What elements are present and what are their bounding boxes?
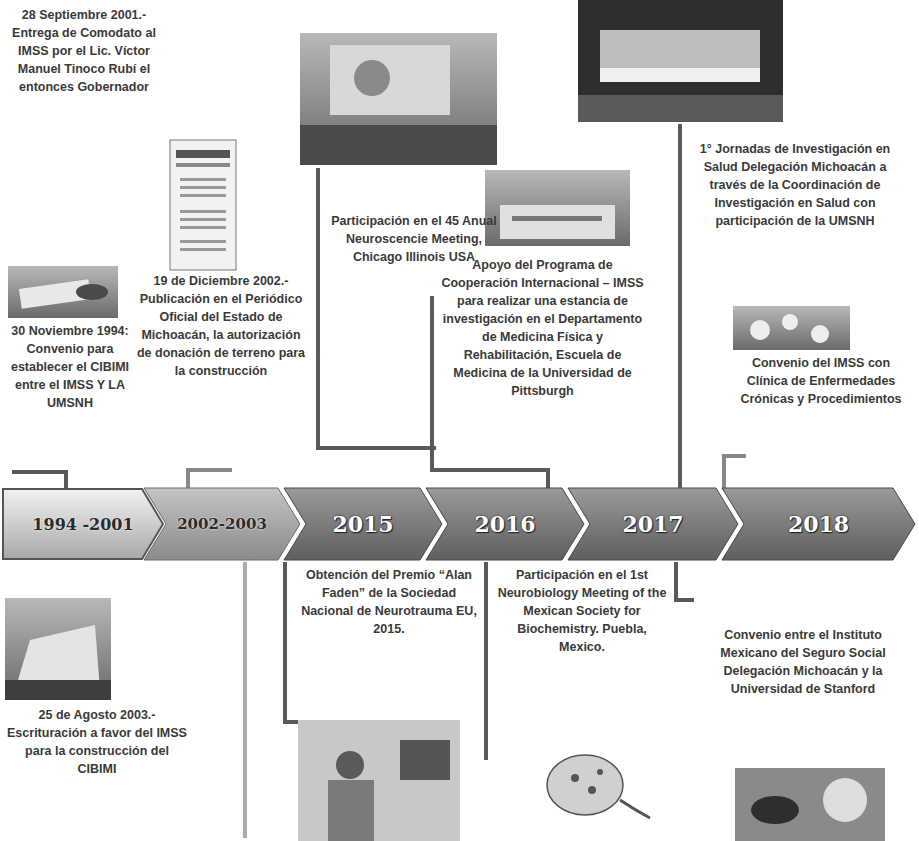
ground-shape [5, 680, 111, 700]
leader-line [188, 470, 232, 490]
university-sign-photo [485, 170, 630, 246]
photo-frame [735, 768, 885, 841]
event-note: 28 Septiembre 2001.- Entrega de Comodato… [4, 6, 164, 96]
chevron-outline [568, 488, 738, 560]
cell-shape [823, 778, 867, 822]
sign-lettering [512, 216, 602, 221]
masthead-bar [176, 150, 230, 158]
neuron-drawing [547, 755, 650, 818]
researcher-photo [298, 720, 460, 841]
text-bar [180, 226, 226, 229]
body-shape [328, 780, 374, 841]
photo-frame [300, 33, 497, 165]
event-note: 19 de Diciembre 2002.- Publicación en el… [136, 272, 306, 380]
year-label: 2002-2003 [177, 515, 267, 533]
photo-frame [5, 598, 111, 700]
event-photo [578, 0, 783, 122]
timeline-segment: 2002-2003 [144, 488, 300, 560]
leader-line [676, 562, 694, 600]
chevron-outline [3, 489, 163, 559]
dot-shape [571, 774, 579, 782]
building-photo [5, 598, 111, 700]
logo-shape [354, 60, 390, 96]
sign-shape [500, 205, 615, 239]
newspaper-image [170, 140, 236, 270]
axon-shape [620, 800, 650, 818]
text-bar [176, 163, 230, 167]
text-bar [180, 248, 226, 251]
mouse-cell-photo [735, 768, 885, 841]
photo-frame [733, 306, 850, 350]
signing-photo [8, 266, 118, 318]
timeline-segment: 2018 [722, 488, 915, 560]
year-label: 2015 [332, 511, 393, 537]
text-bar [180, 218, 226, 221]
text-bar [180, 240, 226, 243]
dish-shape [782, 314, 798, 330]
event-note: Convenio del IMSS con Clínica de Enferme… [735, 354, 907, 408]
photo-frame [485, 170, 630, 246]
event-note: 25 de Agosto 2003.- Escrituración a favo… [4, 706, 190, 778]
chevron-outline [144, 488, 300, 560]
text-bar [180, 178, 226, 181]
text-bar [180, 194, 226, 197]
timeline-segment: 1994 -2001 [2, 488, 164, 560]
year-label: 2016 [474, 511, 535, 537]
photo-frame [298, 720, 460, 841]
dot-shape [597, 769, 603, 775]
chevron-outline [722, 488, 915, 560]
leader-line [318, 168, 436, 448]
head-shape [336, 751, 364, 779]
dish-shape [811, 325, 829, 343]
event-note: Convenio entre el Instituto Mexicano del… [696, 626, 910, 698]
photo-frame [8, 266, 118, 318]
text-bar [180, 210, 226, 213]
chevron-outline [284, 488, 442, 560]
event-note: Obtención del Premio “Alan Faden” de la … [300, 566, 478, 638]
mouse-shape [751, 796, 799, 824]
congress-photo [300, 33, 497, 165]
event-note: 1° Jornadas de Investigación en Salud De… [690, 140, 900, 230]
timeline-segment: 2016 [426, 488, 584, 560]
year-label: 1994 -2001 [32, 515, 133, 534]
leader-line [12, 472, 66, 490]
chevron-outline [426, 488, 584, 560]
event-note: Apoyo del Programa de Cooperación Intern… [440, 256, 645, 400]
event-note: Participación en el 1st Neurobiology Mee… [494, 566, 670, 656]
year-label: 2017 [622, 511, 683, 537]
timeline-segment: 2017 [568, 488, 738, 560]
timeline-segment: 2015 [284, 488, 442, 560]
crowd-shape [300, 125, 497, 165]
dot-shape [588, 786, 596, 794]
leader-line [484, 562, 488, 760]
hand-shape [76, 284, 108, 300]
photo-frame [578, 0, 783, 122]
table-shape [600, 68, 760, 82]
banner-shape [330, 45, 450, 115]
clinic-photo [733, 306, 850, 350]
monitor-shape [400, 740, 450, 780]
leader-line [285, 562, 298, 722]
event-note: Participación en el 45 Anual Neuroscenci… [328, 212, 500, 266]
year-label: 2018 [788, 511, 849, 537]
leader-line [243, 562, 247, 838]
leader-line [724, 456, 746, 490]
leader-line [678, 124, 682, 490]
paper-frame [170, 140, 236, 270]
audience-shape [578, 95, 783, 122]
cell-shape [547, 755, 623, 815]
dish-shape [750, 320, 770, 340]
text-bar [180, 186, 226, 189]
event-note: 30 Noviembre 1994: Convenio para estable… [4, 322, 136, 412]
